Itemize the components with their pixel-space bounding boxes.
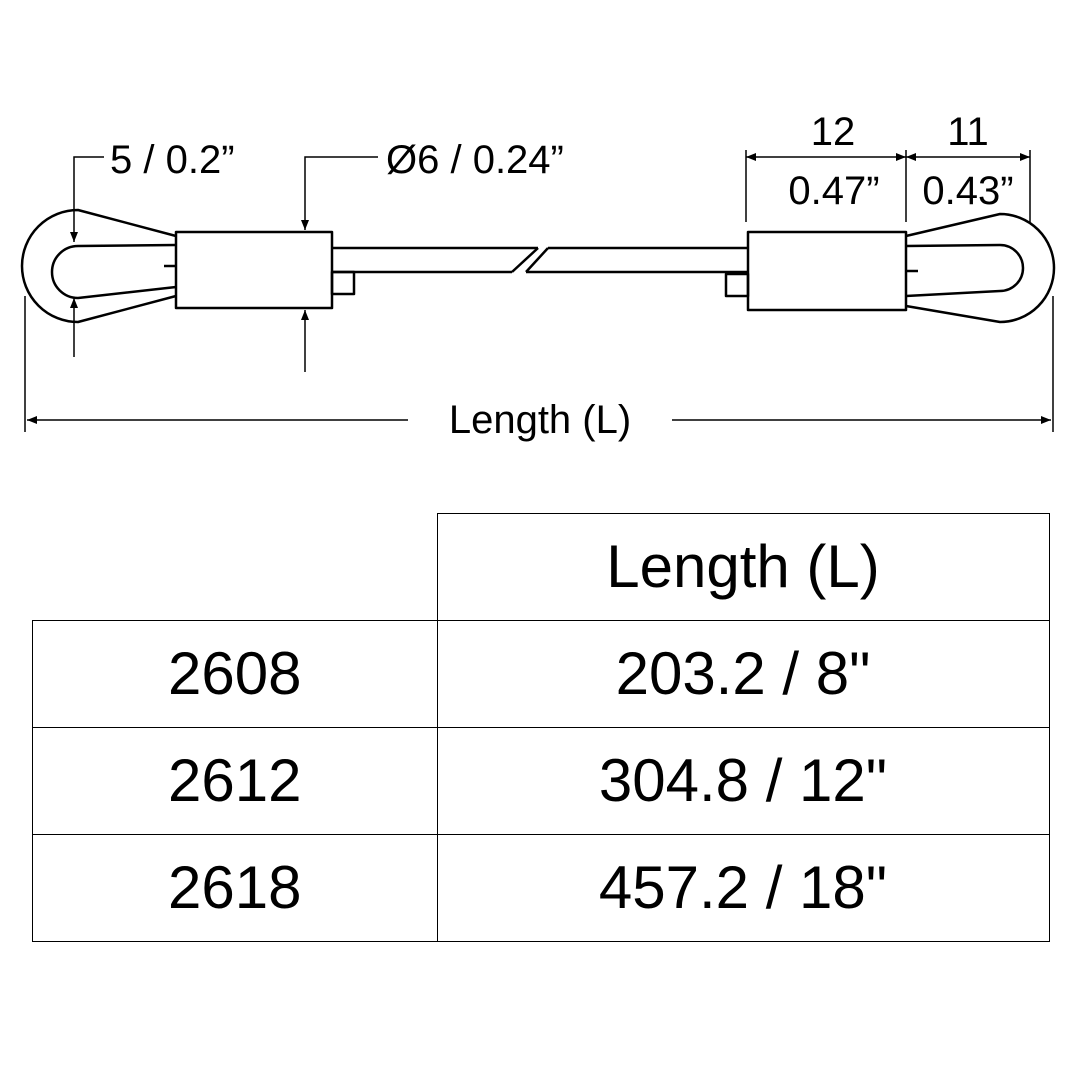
part-number-cell: 2618 — [32, 834, 438, 942]
diameter-dimension-lines — [301, 156, 378, 372]
table-header-row: Length (L) — [32, 513, 1050, 621]
right-eye-loop — [905, 212, 1056, 324]
overall-length-dimension-lines — [24, 296, 1054, 432]
part-number-cell: 2608 — [32, 620, 438, 728]
length-column-header: Length (L) — [436, 513, 1050, 621]
sleeve-dimension-inch-label: 0.47” — [788, 169, 879, 213]
table-row: 2612 304.8 / 12" — [32, 727, 1050, 835]
cable-assembly-diagram: 5 / 0.2” Ø6 / 0.24” 12 0.47” 11 0.43” Le… — [20, 110, 1056, 442]
left-eye-loop — [20, 208, 177, 324]
part-number-cell: 2612 — [32, 727, 438, 835]
right-sleeve-tab — [724, 272, 750, 298]
left-sleeve — [174, 230, 334, 310]
table-row: 2608 203.2 / 8" — [32, 620, 1050, 728]
length-value-cell: 203.2 / 8" — [436, 620, 1050, 728]
end-dimension-inch-label: 0.43” — [922, 169, 1013, 213]
length-value-cell: 304.8 / 12" — [436, 727, 1050, 835]
table-row: 2618 457.2 / 18" — [32, 834, 1050, 942]
sleeve-dimension-metric-label: 12 — [811, 110, 856, 154]
overall-length-label: Length (L) — [449, 398, 631, 442]
left-sleeve-tab — [330, 270, 356, 296]
table-corner-cell — [32, 513, 438, 621]
cable-segment — [332, 246, 748, 274]
length-table: Length (L) 2608 203.2 / 8" 2612 304.8 / … — [32, 513, 1050, 942]
right-sleeve — [746, 230, 908, 312]
length-value-cell: 457.2 / 18" — [436, 834, 1050, 942]
diameter-dimension-label: Ø6 / 0.24” — [386, 138, 564, 182]
loop-dimension-lines — [70, 156, 104, 357]
sleeve-end-dimension-lines — [745, 150, 1031, 222]
loop-dimension-label: 5 / 0.2” — [110, 138, 235, 182]
end-dimension-metric-label: 11 — [947, 110, 989, 154]
